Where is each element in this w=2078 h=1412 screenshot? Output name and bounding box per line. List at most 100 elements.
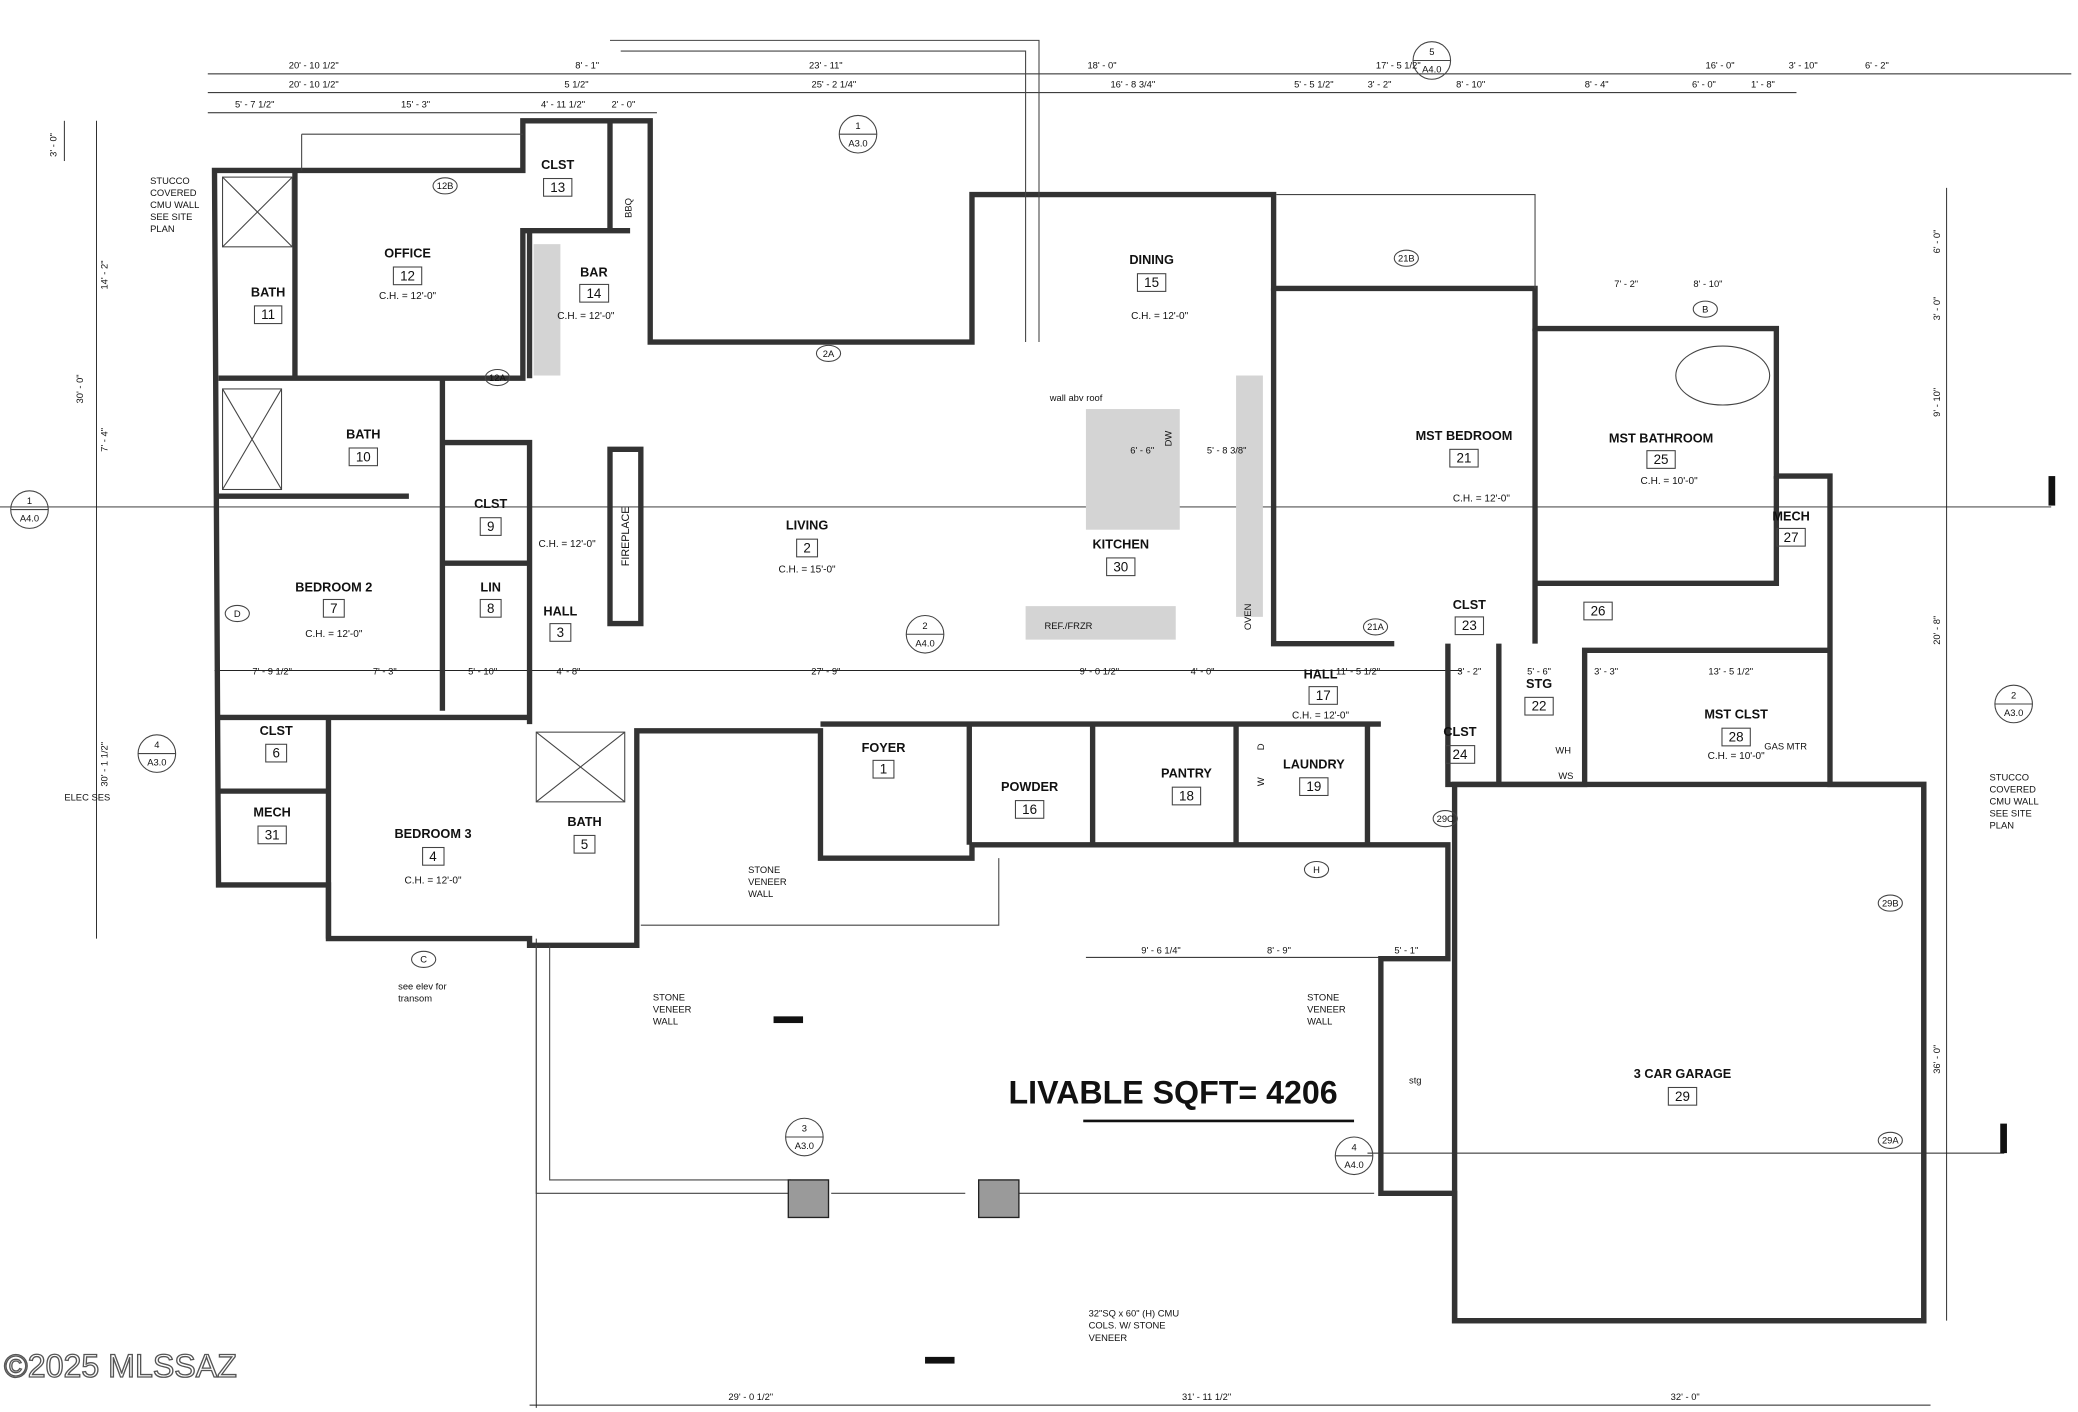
tag-label: D bbox=[234, 609, 241, 619]
dimension-label: 27' - 9" bbox=[811, 666, 840, 676]
dimension-label: 8' - 9" bbox=[1267, 945, 1291, 955]
dimension-label: 7' - 3" bbox=[373, 666, 397, 676]
dishwasher-label: DW bbox=[1164, 431, 1174, 447]
ceiling-height: C.H. = 12'-0" bbox=[1131, 311, 1189, 322]
ceiling-height: C.H. = 12'-0" bbox=[379, 291, 437, 302]
section-number: 5 bbox=[1429, 47, 1434, 57]
note-line: transom bbox=[398, 994, 432, 1004]
note-line: 32"SQ x 60" (H) CMU bbox=[1089, 1309, 1180, 1319]
tag-marker: 2A bbox=[815, 344, 842, 362]
note-cmu-cols: 32"SQ x 60" (H) CMU COLS. W/ STONE VENEE… bbox=[1089, 1309, 1180, 1343]
room-number-box bbox=[579, 283, 610, 303]
section-marker: 2A4.0 bbox=[905, 614, 945, 654]
room-laundry: LAUNDRY 19 bbox=[1283, 756, 1345, 797]
dimension-label: 5' - 7 1/2" bbox=[235, 99, 275, 109]
fireplace-label: FIREPLACE bbox=[620, 507, 632, 567]
note-line: STUCCO bbox=[150, 176, 190, 186]
dimension-label: 18' - 0" bbox=[1087, 61, 1116, 71]
room-number-box bbox=[549, 623, 572, 642]
dimension-label: 9' - 6 1/4" bbox=[1141, 945, 1181, 955]
note-line: VENEER bbox=[1307, 1004, 1346, 1014]
dimension-label: 4' - 8" bbox=[556, 666, 580, 676]
note-stone-bath: STONE VENEER WALL bbox=[653, 992, 692, 1026]
dimension-label: 8' - 10" bbox=[1693, 279, 1722, 289]
room-number: 31 bbox=[265, 827, 280, 842]
room-number: 23 bbox=[1462, 618, 1477, 633]
room-number: 14 bbox=[586, 286, 601, 301]
ceiling-height: C.H. = 12'-0" bbox=[539, 539, 597, 550]
tag-marker: 29C bbox=[1432, 810, 1458, 828]
ceiling-height: C.H. = 12'-0" bbox=[1453, 494, 1511, 505]
tag-label: C bbox=[420, 955, 427, 965]
note-line: VENEER bbox=[1089, 1333, 1128, 1343]
dimension-label: 25' - 2 1/4" bbox=[812, 79, 857, 89]
tag-marker: 12A bbox=[484, 368, 510, 387]
room-name: BATH bbox=[251, 284, 285, 299]
room-number-box bbox=[1014, 800, 1045, 819]
note-line: WALL bbox=[1307, 1016, 1332, 1026]
section-number: 3 bbox=[802, 1124, 807, 1134]
room-number-box bbox=[392, 266, 423, 286]
dimension-label: 5' - 10" bbox=[468, 666, 497, 676]
dimension-label: 30' - 0" bbox=[75, 374, 85, 403]
note-line: WALL bbox=[748, 889, 773, 899]
room-bar: BAR 14C.H. = 12'-0" bbox=[557, 264, 615, 322]
note-stucco-left: STUCCO COVERED CMU WALL SEE SITE PLAN bbox=[150, 176, 199, 234]
dimension-label: 13' - 5 1/2" bbox=[1708, 666, 1753, 676]
tag-marker: 12B bbox=[432, 177, 458, 195]
tag-label: 29A bbox=[1882, 1136, 1899, 1146]
section-sheet: A3.0 bbox=[795, 1141, 814, 1151]
section-number: 4 bbox=[1351, 1142, 1356, 1152]
room-name: LIVING bbox=[786, 518, 829, 533]
walls bbox=[211, 39, 2056, 1364]
dimension-label: 3' - 0" bbox=[48, 133, 58, 157]
room-number: 8 bbox=[487, 601, 494, 616]
room-name: FOYER bbox=[862, 740, 906, 755]
section-number: 4 bbox=[154, 740, 159, 750]
room-number-box bbox=[479, 517, 502, 536]
note-line: CMU WALL bbox=[1990, 797, 2039, 807]
tag-label: H bbox=[1313, 865, 1320, 875]
room-number-box bbox=[1299, 777, 1329, 797]
dimension-label: 4' - 0" bbox=[1191, 666, 1215, 676]
room-number: 27 bbox=[1784, 530, 1799, 545]
note-line: VENEER bbox=[748, 877, 787, 887]
room-number: 6 bbox=[272, 746, 279, 761]
room-name: BAR bbox=[580, 264, 608, 279]
section-number: 2 bbox=[2011, 691, 2016, 701]
ceiling-height: C.H. = 12'-0" bbox=[305, 629, 363, 640]
ceiling-height: C.H. = 12'-0" bbox=[1292, 711, 1350, 722]
tag-label: 29B bbox=[1882, 898, 1899, 908]
section-sheet: A3.0 bbox=[848, 138, 867, 148]
dimension-label: 8' - 10" bbox=[1456, 79, 1485, 89]
room-name: BATH bbox=[567, 814, 601, 829]
room-number: 10 bbox=[356, 449, 371, 464]
room-number: 19 bbox=[1306, 779, 1321, 794]
section-sheet: A4.0 bbox=[1422, 65, 1441, 75]
room-name: CLST bbox=[474, 496, 507, 511]
room-number-box bbox=[573, 834, 596, 854]
note-line: VENEER bbox=[653, 1004, 692, 1014]
dimension-label: 16' - 0" bbox=[1706, 61, 1735, 71]
ceiling-height: C.H. = 12'-0" bbox=[557, 311, 615, 322]
room-number: 29 bbox=[1675, 1089, 1690, 1104]
room-number: 2 bbox=[803, 540, 810, 555]
room-number: 4 bbox=[429, 849, 437, 864]
dimension-label: 6' - 0" bbox=[1692, 79, 1716, 89]
section-sheet: A3.0 bbox=[2004, 708, 2023, 718]
tag-marker: 21A bbox=[1362, 618, 1389, 636]
section-number: 1 bbox=[855, 121, 860, 131]
room-number: 9 bbox=[487, 519, 494, 534]
room-number: 16 bbox=[1022, 802, 1037, 817]
ceiling-height: C.H. = 10'-0" bbox=[1641, 476, 1699, 487]
room-name: LAUNDRY bbox=[1283, 756, 1345, 771]
room-name: LIN bbox=[480, 579, 500, 594]
room-number-box bbox=[265, 743, 288, 763]
room-number: 3 bbox=[557, 625, 564, 640]
tag-marker: 29A bbox=[1877, 1131, 1903, 1149]
